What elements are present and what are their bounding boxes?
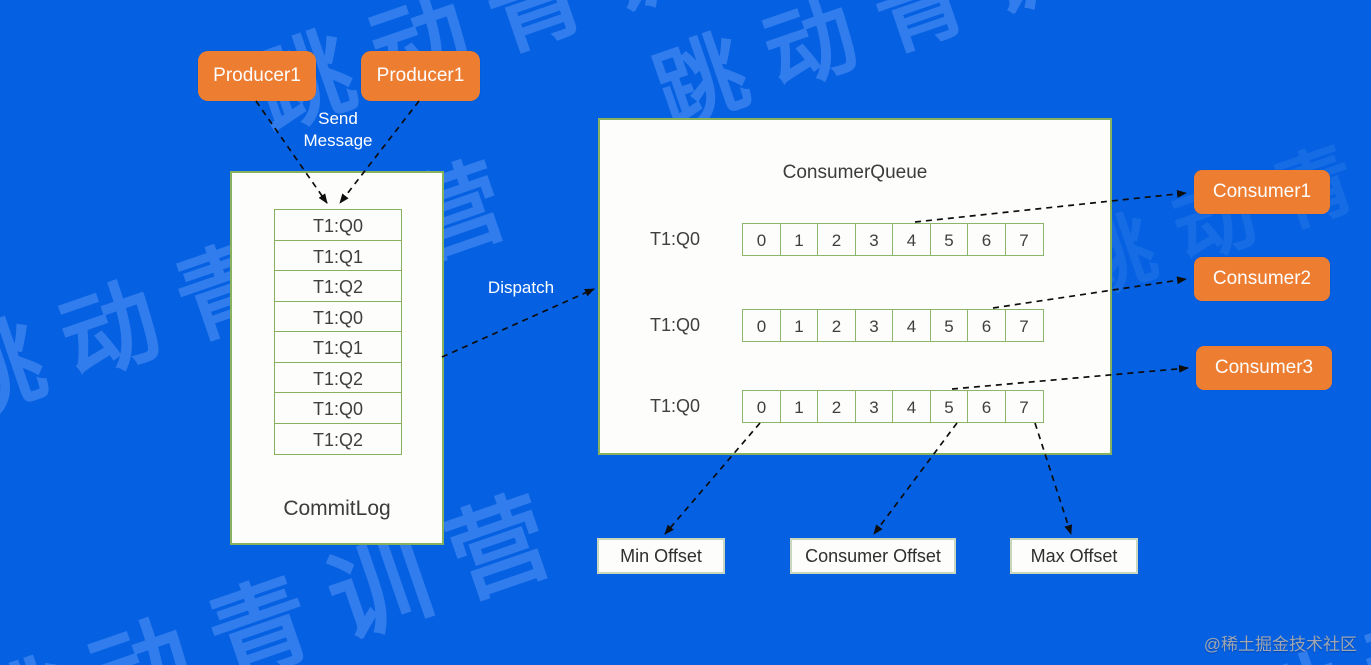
consumerqueue-title: ConsumerQueue: [782, 162, 928, 183]
credit-watermark: @稀土掘金技术社区: [1203, 635, 1357, 654]
commitlog-row: T1:Q1: [274, 331, 402, 363]
queue-cell: 5: [929, 223, 969, 256]
queue-cell: 1: [779, 223, 819, 256]
consumer-node-3: Consumer3: [1196, 346, 1332, 390]
queue-cell: 6: [967, 309, 1006, 342]
send-message-line1: Send: [318, 109, 358, 128]
consumer-node-2: Consumer2: [1194, 257, 1330, 301]
dashed-arrow: [441, 288, 595, 358]
send-message-line2: Message: [303, 131, 373, 150]
commitlog-row: T1:Q0: [274, 300, 402, 333]
queue-row-label: T1:Q0: [649, 315, 701, 335]
dispatch-label: Dispatch: [487, 278, 555, 297]
producer-node-1: Producer1: [198, 51, 316, 101]
queue-cell: 6: [967, 390, 1006, 423]
commitlog-row: T1:Q2: [274, 270, 402, 302]
queue-cell: 4: [892, 390, 931, 423]
commitlog-row: T1:Q0: [274, 392, 402, 424]
queue-cell: 2: [817, 223, 856, 256]
queue-cell: 5: [929, 309, 969, 342]
queue-cell: 7: [1004, 223, 1044, 256]
queue-cell: 2: [817, 390, 856, 423]
queue-cell: 1: [779, 309, 819, 342]
commitlog-row: T1:Q2: [274, 422, 402, 455]
queue-cell: 3: [854, 223, 894, 256]
queue-cell: 0: [742, 309, 781, 342]
queue-row-label: T1:Q0: [649, 396, 701, 416]
queue-cell: 3: [854, 390, 894, 423]
commitlog-row: T1:Q1: [274, 239, 402, 272]
producer-node-2: Producer1: [361, 51, 480, 101]
queue-cell: 7: [1004, 390, 1044, 423]
send-message-label: Send Message: [283, 108, 393, 152]
consumer-offset-box: Consumer Offset: [790, 538, 956, 574]
commitlog-title: CommitLog: [283, 497, 391, 520]
queue-cell: 6: [967, 223, 1006, 256]
queue-cell: 5: [929, 390, 969, 423]
commitlog-row: T1:Q0: [274, 209, 402, 241]
queue-cell: 0: [742, 390, 781, 423]
queue-row-label: T1:Q0: [649, 229, 701, 249]
queue-cell: 3: [854, 309, 894, 342]
min-offset-box: Min Offset: [597, 538, 725, 574]
queue-cell: 1: [779, 390, 819, 423]
commitlog-row: T1:Q2: [274, 361, 402, 394]
queue-cell: 7: [1004, 309, 1044, 342]
queue-cell: 0: [742, 223, 781, 256]
queue-cell: 2: [817, 309, 856, 342]
max-offset-box: Max Offset: [1010, 538, 1138, 574]
consumer-node-1: Consumer1: [1194, 170, 1330, 214]
queue-cell: 4: [892, 223, 931, 256]
queue-cell: 4: [892, 309, 931, 342]
